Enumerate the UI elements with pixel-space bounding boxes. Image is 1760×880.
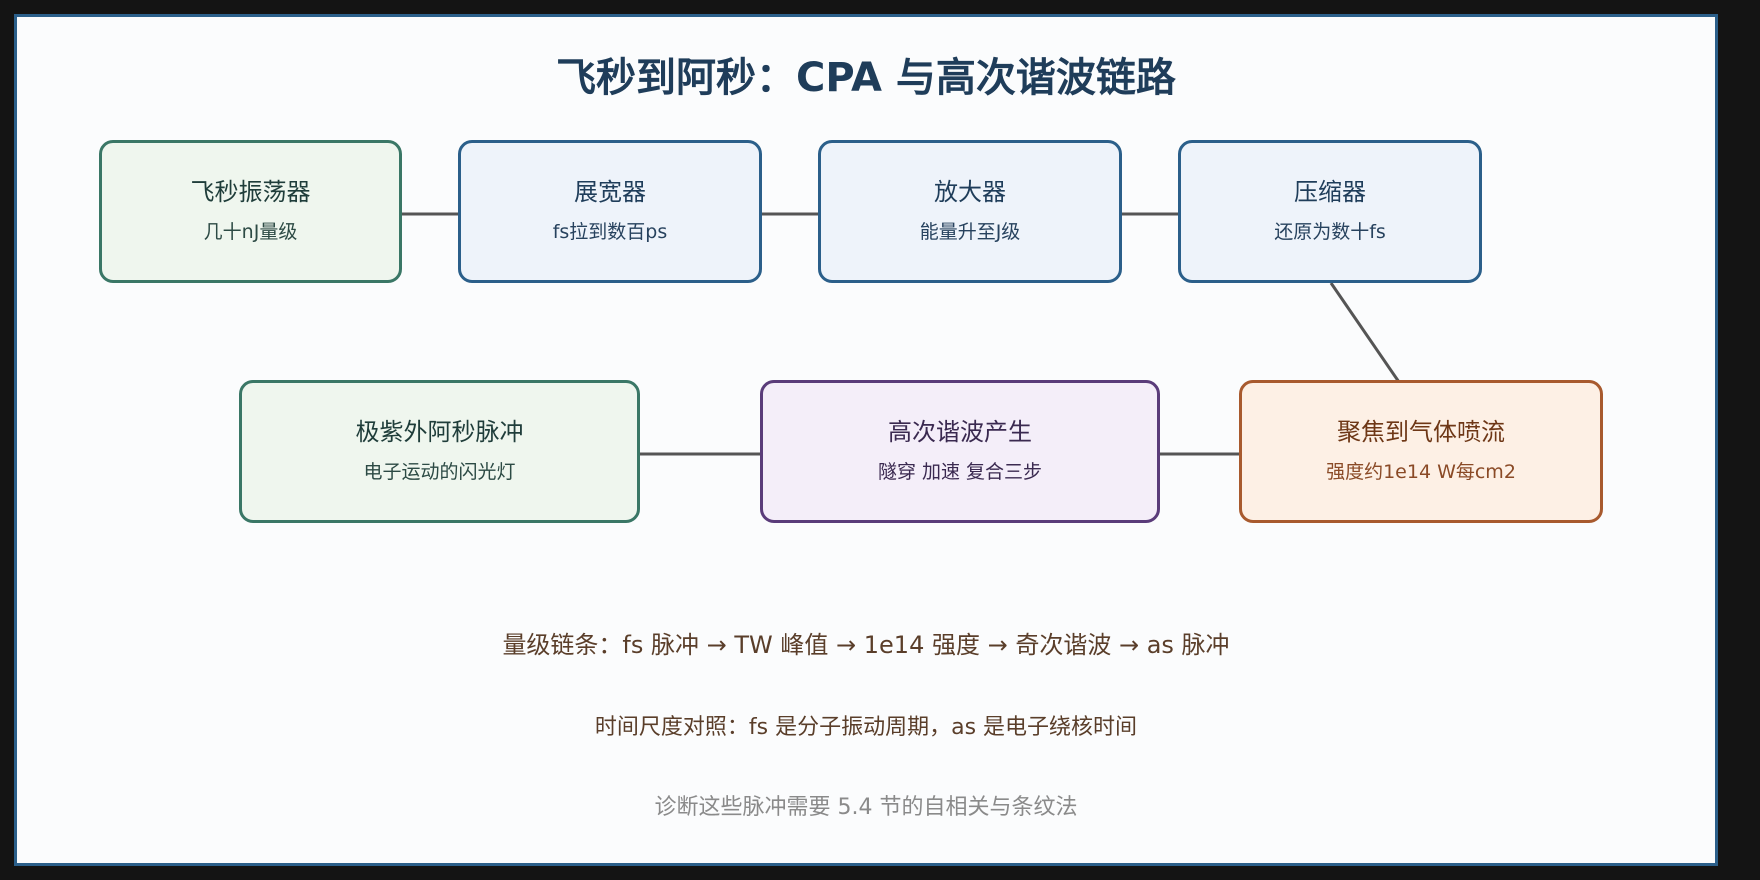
node-subtitle: fs拉到数百ps [552, 221, 668, 243]
node-title: 极紫外阿秒脉冲 [355, 418, 524, 446]
node-focus: 聚焦到气体喷流 强度约1e14 W每cm2 [1239, 380, 1603, 523]
node-oscillator: 飞秒振荡器 几十nJ量级 [99, 140, 402, 283]
node-subtitle: 强度约1e14 W每cm2 [1326, 461, 1516, 483]
node-subtitle: 几十nJ量级 [203, 221, 298, 243]
reference-note: 诊断这些脉冲需要 5.4 节的自相关与条纹法 [654, 795, 1078, 820]
edge-layer [402, 212, 1403, 456]
node-title: 聚焦到气体喷流 [1337, 418, 1505, 446]
magnitude-chain-note: 量级链条：fs 脉冲 → TW 峰值 → 1e14 强度 → 奇次谐波 → as… [502, 631, 1230, 659]
diagram-canvas: 飞秒到阿秒：CPA 与高次谐波链路 飞秒振荡器 几十nJ量级 展宽器 fs拉到数… [14, 14, 1718, 866]
node-stretcher: 展宽器 fs拉到数百ps [458, 140, 762, 283]
node-title: 放大器 [934, 178, 1006, 206]
node-hhg: 高次谐波产生 隧穿 加速 复合三步 [760, 380, 1160, 523]
edge-compressor-focus [1329, 282, 1403, 386]
node-subtitle: 隧穿 加速 复合三步 [877, 461, 1043, 483]
node-subtitle: 能量升至J级 [919, 221, 1021, 243]
node-subtitle: 电子运动的闪光灯 [363, 461, 516, 483]
node-xuv: 极紫外阿秒脉冲 电子运动的闪光灯 [239, 380, 640, 523]
node-title: 高次谐波产生 [888, 418, 1032, 446]
time-scale-note: 时间尺度对照：fs 是分子振动周期，as 是电子绕核时间 [594, 715, 1138, 740]
node-title: 飞秒振荡器 [190, 178, 311, 206]
node-compressor: 压缩器 还原为数十fs [1178, 140, 1482, 283]
node-amplifier: 放大器 能量升至J级 [818, 140, 1122, 283]
node-title: 展宽器 [574, 178, 646, 206]
node-title: 压缩器 [1294, 178, 1366, 206]
node-subtitle: 还原为数十fs [1274, 221, 1386, 243]
diagram-title: 飞秒到阿秒：CPA 与高次谐波链路 [556, 55, 1176, 101]
